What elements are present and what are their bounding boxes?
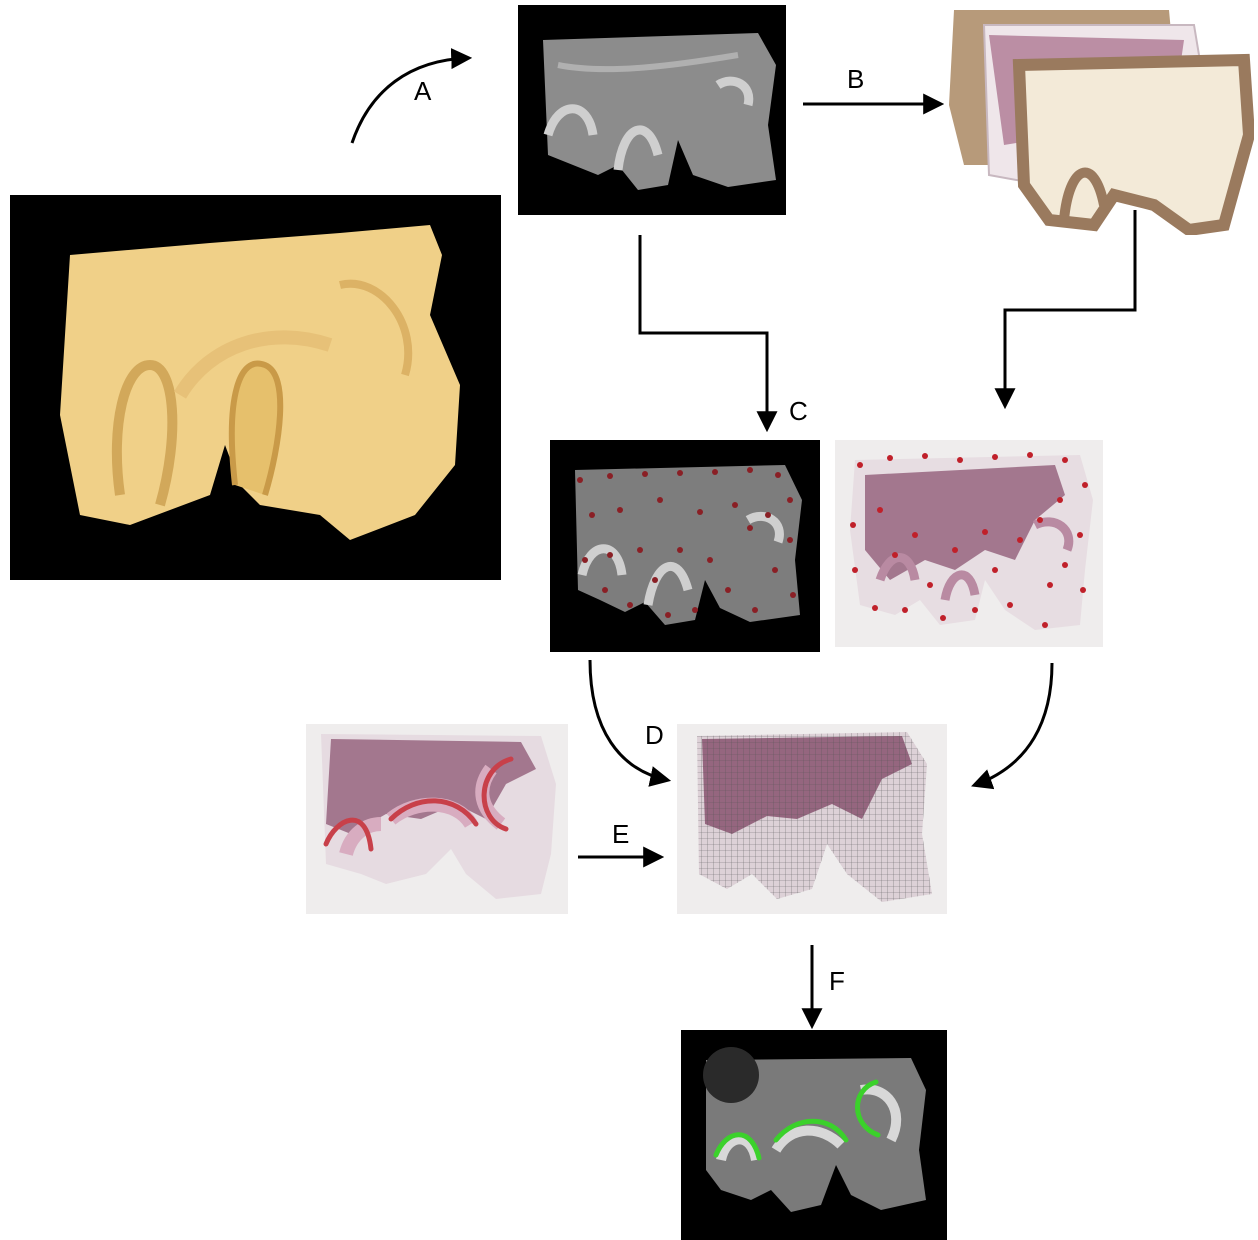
step-label-d: D xyxy=(645,722,664,748)
step-label-b: B xyxy=(847,66,864,92)
arrow-c xyxy=(640,235,767,428)
arrow-d-right xyxy=(975,663,1052,785)
arrow-right-down xyxy=(1005,210,1135,405)
step-label-c: C xyxy=(789,398,808,424)
step-label-e: E xyxy=(612,821,629,847)
arrow-a xyxy=(352,58,468,143)
step-label-f: F xyxy=(829,968,845,994)
step-label-a: A xyxy=(414,78,431,104)
